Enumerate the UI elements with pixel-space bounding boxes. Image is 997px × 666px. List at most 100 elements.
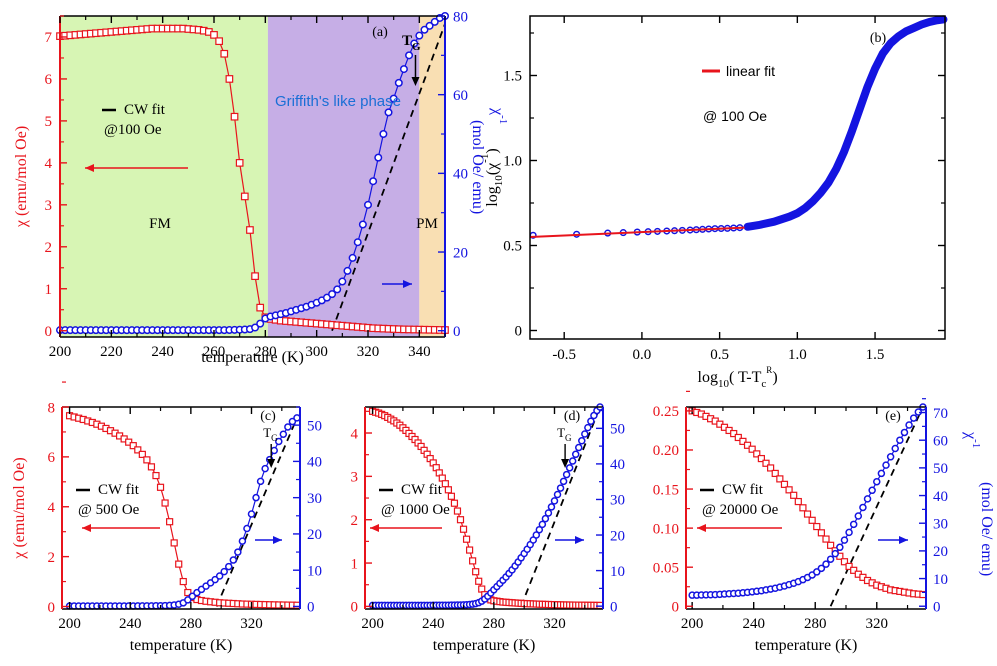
chi-point: [246, 226, 254, 234]
x-tick-label: -0.5: [552, 347, 576, 363]
chi-point: [134, 446, 142, 454]
inverse-chi-point: [535, 525, 544, 534]
x-tick-label: 300: [305, 344, 328, 360]
chi-point: [790, 491, 798, 499]
chi-point: [469, 557, 477, 565]
chi-point: [803, 510, 812, 518]
x-tick-label: 280: [483, 616, 506, 632]
chi-point: [129, 442, 137, 450]
chi-point: [757, 454, 765, 463]
inverse-chi-point: [578, 437, 586, 445]
y-tick-label: 20: [307, 527, 322, 543]
y-tick-label: 30: [933, 516, 948, 532]
chi-point: [817, 529, 825, 537]
left-axis-arrow-head: [85, 164, 94, 172]
phase-region: [419, 16, 445, 337]
chi-point: [166, 518, 174, 526]
label-part: ( T-T: [729, 369, 762, 386]
chi-point: [822, 535, 830, 543]
y-tick-label: 0.05: [653, 560, 679, 576]
label-part: -1: [497, 115, 509, 124]
x-tick-label: 1.0: [788, 347, 807, 363]
cw-fit-line: [215, 417, 298, 607]
dense-data-band: [743, 15, 948, 231]
y-tick-label: 20: [453, 245, 468, 261]
y-tick-label: 8: [48, 400, 56, 416]
region-label-pm: PM: [416, 216, 438, 232]
x-tick-label: 0.5: [710, 347, 729, 363]
inverse-chi-point: [405, 51, 414, 60]
chi-point: [251, 272, 259, 281]
legend-field-label: @100 Oe: [104, 122, 162, 138]
inverse-chi-point: [410, 39, 419, 48]
inverse-chi-point: [900, 428, 909, 437]
y-tick-label: 0.5: [503, 239, 522, 255]
panel-label: (e): [885, 409, 901, 424]
inverse-chi-point: [891, 444, 899, 453]
y-axis-label-right: χ-1: [489, 107, 509, 124]
y-tick-label: 1.0: [503, 154, 522, 170]
chi-point: [456, 516, 465, 524]
y-axis-label-right-unit: (mol Oe/ emu): [978, 482, 995, 576]
inverse-chi-point: [896, 436, 904, 444]
chi-point: [152, 471, 160, 480]
inverse-chi-point: [550, 497, 559, 505]
x-axis-label: temperature (K): [201, 349, 304, 366]
inverse-chi-point: [353, 238, 362, 247]
label-part: G: [412, 41, 421, 53]
inverse-chi-point: [826, 555, 835, 563]
x-axis-label: log10( T-TcR): [698, 365, 778, 390]
x-tick-label: 320: [866, 616, 889, 632]
x-tick-label: 0.0: [633, 347, 652, 363]
x-tick-label: 200: [49, 344, 72, 360]
chi-point: [215, 37, 223, 46]
chi-point: [794, 497, 802, 506]
y-tick-label: 0: [307, 600, 315, 616]
inverse-chi-point: [562, 470, 571, 479]
inverse-chi-point: [420, 25, 429, 34]
y-tick-label: 30: [610, 493, 625, 509]
inverse-chi-point: [574, 443, 583, 452]
inverse-chi-point: [229, 556, 238, 564]
panel-label: (a): [372, 25, 388, 40]
inverse-chi-point: [430, 17, 439, 26]
tg-annotation: TG: [263, 425, 278, 443]
inverse-chi-point: [886, 453, 895, 461]
y-tick-label: 7: [45, 30, 53, 46]
chi-point: [179, 577, 187, 586]
tg-annotation: TG: [557, 425, 572, 443]
y-axis-label-left: χ (emu/mol Oe): [13, 126, 30, 228]
inverse-chi-point: [364, 200, 372, 209]
chi-point: [472, 568, 480, 576]
legend-fit-label: CW fit: [722, 482, 764, 498]
y-tick-label: 40: [933, 489, 948, 505]
chi-point: [170, 539, 178, 547]
chi-point: [184, 588, 192, 597]
inverse-chi-point: [333, 285, 342, 294]
inverse-chi-point: [863, 495, 872, 503]
chi-point: [739, 437, 747, 445]
y-tick-label: 0: [48, 600, 56, 616]
inverse-chi-point: [234, 548, 242, 556]
y-tick-label: 3: [45, 198, 53, 214]
label-part: -1: [479, 154, 491, 163]
chi-point: [776, 475, 784, 483]
chi-point: [453, 507, 462, 515]
inverse-chi-point: [568, 457, 577, 465]
inverse-chi-point: [845, 528, 853, 537]
inverse-chi-point: [338, 277, 347, 286]
label-part: T: [402, 33, 412, 49]
legend-field-label: @ 1000 Oe: [381, 502, 450, 518]
inverse-chi-point: [279, 430, 288, 438]
label-part: (χ: [484, 162, 501, 175]
chi-point: [444, 486, 452, 494]
x-tick-label: 240: [742, 616, 765, 632]
y-tick-label: 0.15: [653, 482, 679, 498]
phase-region: [60, 16, 268, 337]
y-tick-label: 60: [453, 88, 468, 104]
x-tick-label: 320: [240, 616, 263, 632]
inverse-chi-point: [822, 560, 830, 568]
inverse-chi-point: [836, 543, 844, 552]
inverse-chi-point: [275, 437, 283, 446]
